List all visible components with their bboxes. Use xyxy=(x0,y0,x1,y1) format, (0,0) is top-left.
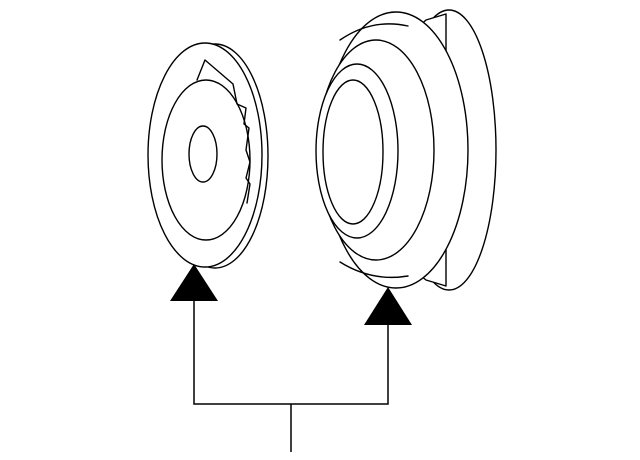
pulley-flange-lip-bottom xyxy=(339,261,409,279)
pulley-bearing-bore xyxy=(322,79,384,225)
callout-leader xyxy=(170,264,412,452)
callout-bracket-line xyxy=(193,300,389,405)
cover-plate-notched-tabs xyxy=(196,59,251,204)
arrowhead-up-icon xyxy=(170,264,218,301)
cover-plate-center-hole xyxy=(188,125,218,183)
idler-pulley-icon xyxy=(315,9,497,291)
pulley-cover-plate-icon xyxy=(147,42,269,269)
pulley-flange-lip-top xyxy=(339,23,409,41)
arrowhead-up-icon xyxy=(364,287,412,325)
